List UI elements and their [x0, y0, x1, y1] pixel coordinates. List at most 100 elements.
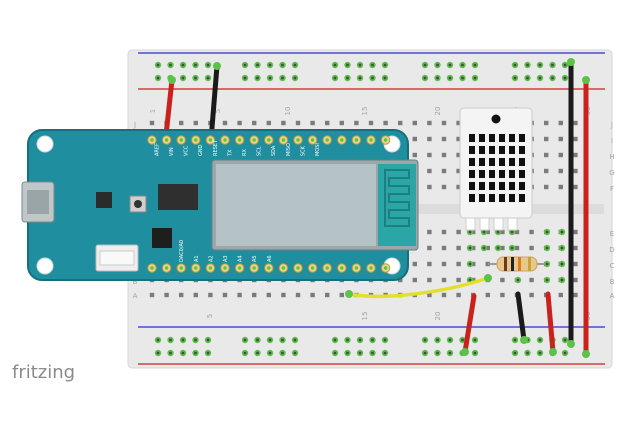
breadboard-hole [573, 168, 578, 174]
breadboard-hole [441, 120, 447, 126]
breadboard-hole [222, 292, 228, 298]
mcu-top-pin-label: SDA [271, 145, 277, 156]
rail-hole-center [545, 262, 549, 266]
breadboard-hole [208, 292, 213, 298]
breadboard-hole [558, 120, 563, 126]
grille-slot [479, 134, 485, 142]
breadboard-hole [573, 229, 578, 235]
breadboard-hole [441, 136, 447, 142]
pin-pad-hole [252, 138, 256, 142]
breadboard-hole [500, 292, 505, 298]
rail-hole-center [563, 76, 567, 80]
wire-red-2[interactable] [462, 293, 477, 355]
rail-hole-center [513, 338, 517, 342]
rail-hole-center [496, 246, 500, 250]
grille-slot [489, 170, 495, 178]
pin-pad-hole [383, 266, 388, 270]
resistor[interactable] [488, 256, 545, 272]
grille-slot [499, 158, 505, 166]
wire-black-2[interactable] [515, 291, 527, 343]
dht-sensor[interactable] [459, 107, 533, 231]
pin-pad-hole [164, 138, 169, 142]
breadboard-hole [295, 120, 301, 126]
rail-hole-center [526, 76, 529, 80]
mcu-top-pin-label: SCL [257, 146, 263, 156]
grille-slot [509, 146, 515, 154]
breadboard-hole [441, 184, 447, 190]
wire-yellow[interactable] [347, 276, 490, 299]
header-pins [158, 184, 198, 210]
breadboard-hole [266, 292, 271, 298]
rail-hole-center [538, 76, 542, 80]
grille-slot [519, 158, 525, 166]
breadboard-hole [281, 292, 286, 298]
row-label-right-10: A [610, 292, 615, 300]
grille-slot [489, 182, 495, 190]
pin-pad-hole [208, 138, 213, 142]
rail-hole-center [448, 338, 452, 342]
rail-hole-center [436, 338, 439, 342]
rail-hole-center [281, 76, 284, 80]
pin-pad-hole [383, 138, 388, 142]
wire-end [484, 274, 492, 282]
wire-end [582, 350, 590, 358]
grille-slot [509, 158, 515, 166]
breadboard-hole [179, 292, 184, 298]
rail-hole-center [194, 338, 197, 342]
wire-black-1[interactable] [208, 63, 220, 143]
mcu-bottom-pin-label: A4 [238, 255, 244, 262]
column-number-10: 10 [284, 107, 292, 116]
rail-hole-center [256, 63, 259, 67]
rail-hole-center [281, 63, 284, 67]
grille-slot [469, 194, 475, 202]
rail-hole-center [169, 338, 172, 342]
grille-slot [469, 158, 475, 166]
rail-hole-center [563, 63, 567, 67]
rail-hole-center [206, 63, 210, 67]
breadboard-hole [558, 152, 563, 158]
rail-hole-center [545, 230, 549, 234]
rail-hole-center [181, 351, 185, 355]
breadboard-hole [573, 120, 578, 126]
rail-hole-center [243, 63, 247, 67]
breadboard-hole [558, 168, 563, 174]
rail-hole-center [371, 63, 374, 67]
wire-end [549, 348, 557, 356]
rail-hole-center [194, 63, 197, 67]
rail-hole-center [358, 351, 362, 355]
rail-hole-center [333, 338, 337, 342]
breadboard-hole [456, 120, 461, 126]
breadboard-hole [544, 136, 549, 142]
pin-pad-hole [296, 266, 300, 270]
breadboard-hole [427, 245, 432, 251]
breadboard-hole [252, 292, 257, 298]
rail-hole-center [513, 351, 517, 355]
row-label-bottom-4: B [133, 278, 138, 286]
breadboard-hole [427, 152, 432, 158]
pin-pad-hole [369, 138, 373, 142]
breadboard-hole [441, 277, 447, 283]
pin-pads [147, 135, 391, 273]
breadboard-hole [471, 229, 476, 235]
rail-hole-center [560, 262, 564, 266]
rail-hole-center [560, 278, 564, 282]
wire-red-3[interactable] [545, 291, 556, 355]
grille-slot [519, 194, 525, 202]
rail-hole-center [526, 63, 529, 67]
rail-hole-center [473, 351, 477, 355]
rail-hole-center [268, 63, 272, 67]
mcu-bottom-pin-label: DAC0/A0 [179, 240, 185, 262]
mcu-top-pin-label: TX [227, 149, 233, 157]
rail-hole-center [461, 63, 464, 67]
wire-red-1[interactable] [163, 77, 175, 138]
breadboard-hole [325, 292, 330, 298]
rail-hole-center [346, 338, 349, 342]
breadboard-hole [500, 229, 505, 235]
grille-slot [499, 170, 505, 178]
rail-hole-center [513, 63, 517, 67]
rail-hole-center [293, 63, 297, 67]
breadboard-hole [500, 277, 505, 283]
breadboard-hole [281, 120, 286, 126]
